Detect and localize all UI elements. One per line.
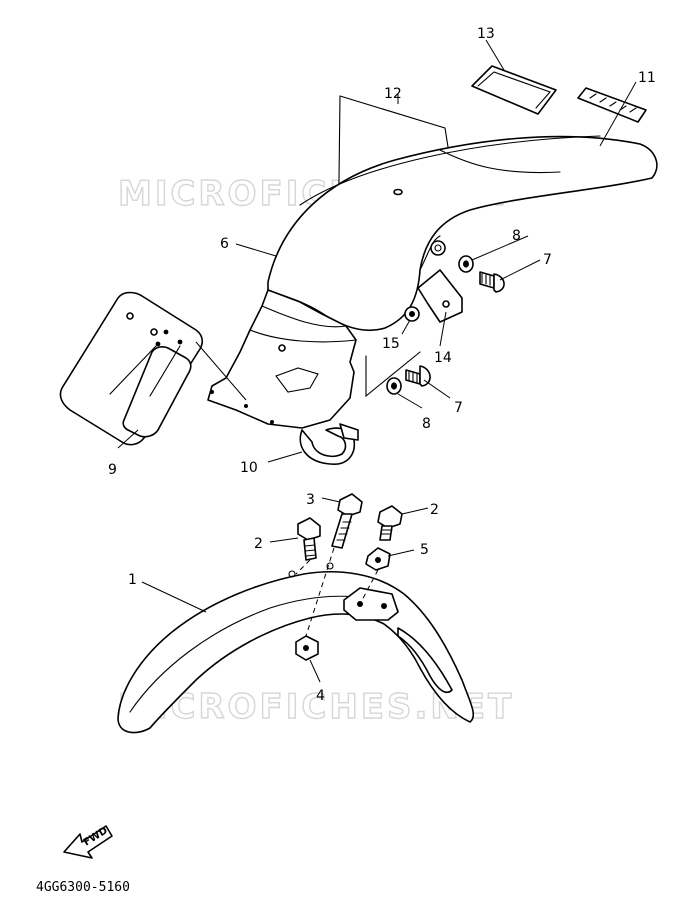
part-13-plate [471, 65, 557, 115]
callout-3: 3 [306, 492, 315, 508]
callout-12: 12 [384, 86, 402, 102]
part-6-rear-fender [207, 135, 658, 429]
leader-lines [117, 39, 637, 683]
callout-10: 10 [240, 460, 258, 476]
callout-14: 14 [434, 350, 452, 366]
diagram-code: 4GG6300-5160 [36, 880, 130, 895]
callout-4: 4 [316, 688, 325, 704]
part-4-nut [295, 635, 319, 661]
callout-8-lower: 8 [422, 416, 431, 432]
part-5-nut-plate [365, 547, 391, 571]
assembly-line-2 [295, 559, 311, 575]
part-9-mudflap [59, 291, 247, 446]
callout-numbers: 13 11 12 6 8 7 15 14 7 8 10 9 3 2 2 5 1 … [108, 26, 656, 704]
callout-13: 13 [477, 26, 495, 42]
part-7-screw-lower [405, 365, 431, 387]
callout-2-left: 2 [254, 536, 263, 552]
callout-9: 9 [108, 462, 117, 478]
fender-grommet [430, 240, 446, 256]
callout-5: 5 [420, 542, 429, 558]
part-2-bolt-left [297, 517, 321, 561]
assembly-line-3-4 [305, 547, 335, 637]
assembly-line-5 [359, 569, 379, 605]
part-11-decal [577, 87, 647, 123]
part-15-nut [404, 306, 420, 322]
callout-11: 11 [638, 70, 656, 86]
callout-6: 6 [220, 236, 229, 252]
forward-arrow-icon: FWD [63, 825, 113, 859]
callout-2-right: 2 [430, 502, 439, 518]
part-8-washer-lower [386, 377, 402, 395]
callout-1: 1 [128, 572, 137, 588]
part-8-washer-upper [458, 255, 474, 273]
callout-7-lower: 7 [454, 400, 463, 416]
callout-8-upper: 8 [512, 228, 521, 244]
callout-15: 15 [382, 336, 400, 352]
side-plate-edge [365, 351, 421, 398]
part-2-bolt-right [377, 505, 403, 541]
part-10-strap [299, 423, 359, 465]
part-3-long-bolt [331, 493, 363, 549]
part-7-screw-upper [479, 271, 505, 293]
callout-7-upper: 7 [543, 252, 552, 268]
part-14-bracket [417, 269, 463, 323]
